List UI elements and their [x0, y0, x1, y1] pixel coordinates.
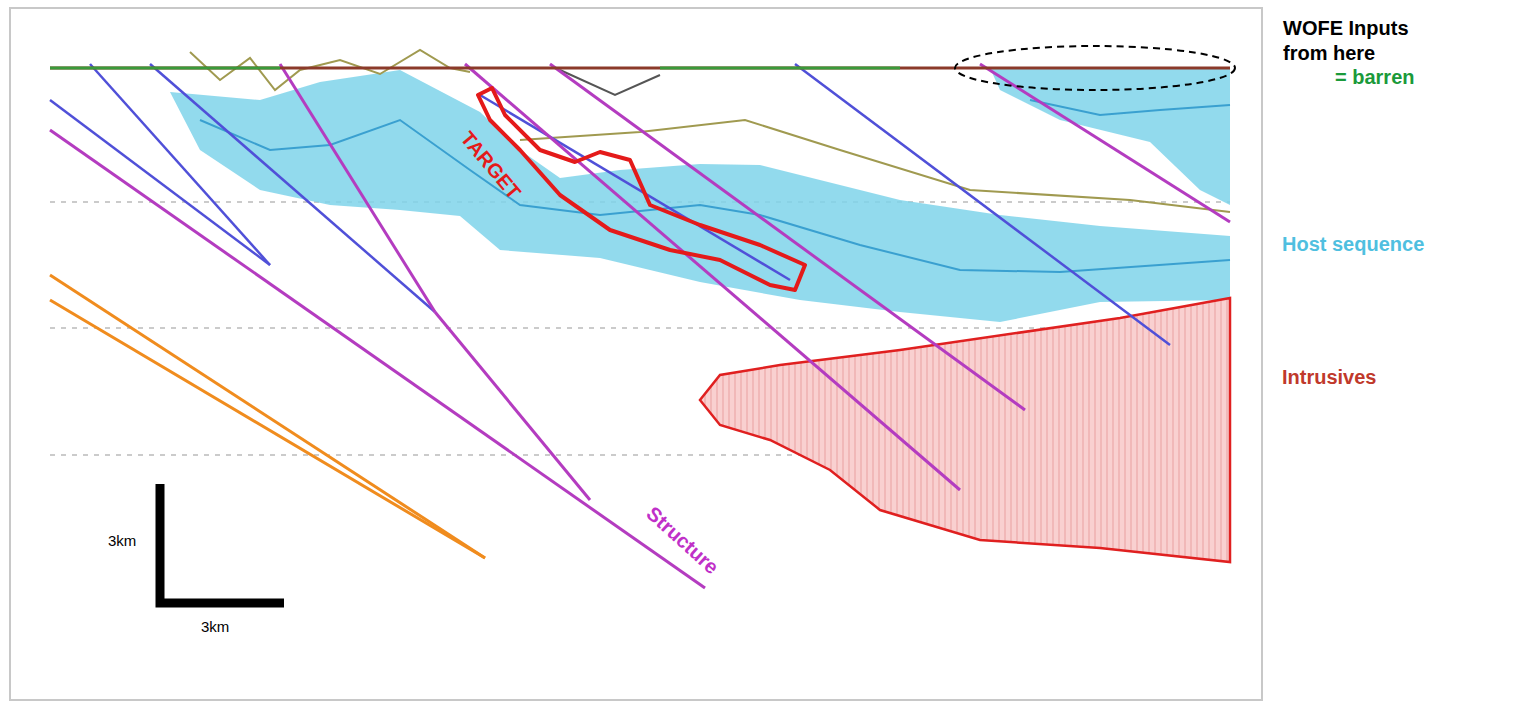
intrusive-body: [700, 298, 1230, 562]
wofe-ellipse: [955, 46, 1235, 90]
legend-intrusives: Intrusives: [1282, 366, 1376, 389]
fault-orange: [50, 275, 485, 558]
horizon: [190, 50, 470, 90]
surface: [50, 67, 1230, 70]
frame: [10, 8, 1262, 700]
fault-structure: [50, 64, 1230, 588]
barren-note: = barren: [1335, 66, 1414, 89]
host-centre: [1030, 100, 1230, 115]
surface-green: [50, 67, 280, 70]
host-band: [170, 70, 1230, 322]
surface-green: [660, 67, 900, 70]
wofe-note: WOFE Inputs from here: [1283, 16, 1453, 66]
target-outline: TARGET: [470, 80, 815, 300]
legend-host: Host sequence: [1282, 233, 1424, 256]
host-centre: [200, 120, 1230, 272]
scale-label: 3km: [201, 618, 229, 635]
scale-label: 3km: [108, 532, 136, 549]
target-polygon: [478, 88, 805, 290]
host-band: [990, 68, 1230, 205]
scale-bar: [160, 484, 284, 603]
horizon: [520, 120, 1230, 212]
